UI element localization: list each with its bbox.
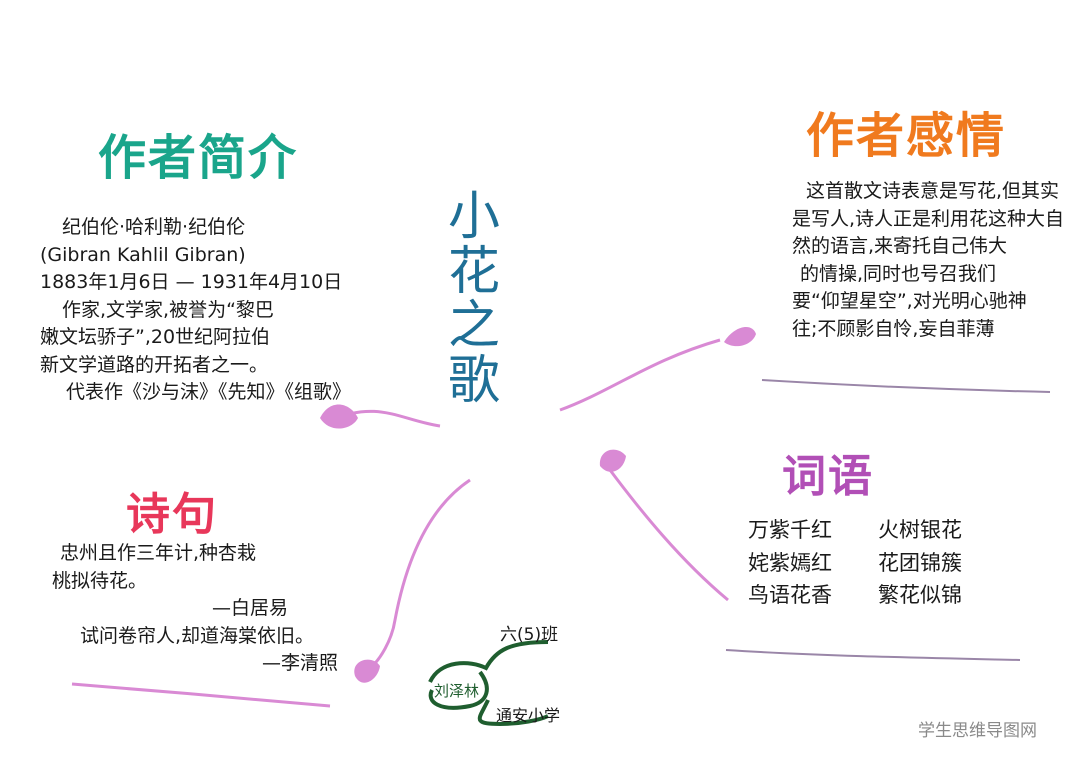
author-intro-line: 代表作《沙与沫》《先知》《组歌》 [66,381,352,404]
word-item: 繁花似锦 [878,583,962,608]
emotion-line: 要“仰望星空”,对光明心驰神 [792,290,1027,313]
author-intro-text: 纪伯伦·哈利勒·纪伯伦 (Gibran Kahlil Gibran) 1883年… [40,214,351,407]
word-item: 火树银花 [878,518,962,542]
author-intro-line: 1883年1月6日 — 1931年4月10日 [40,271,343,294]
center-title-char: 小 [448,187,501,247]
words-left-column: 万紫千红 姹紫嫣红 鸟语花香 [748,514,832,612]
word-item: 花团锦簇 [878,550,962,575]
poems-text: 忠州且作三年计,种杏栽 桃拟待花。 —白居易 试问卷帘人,却道海棠依旧。 —李清… [52,540,338,678]
branch-poems [369,478,471,670]
center-title: 小 花 之 歌 [448,190,500,408]
signature-name: 刘泽林 [434,682,480,700]
branch-leaf-words [599,449,626,472]
underline-words [725,649,1021,661]
signature-date: 六(5)班 [500,625,559,645]
poem-author: —白居易 [212,597,289,620]
emotion-line: 是写人,诗人正是利用花这种大自 [792,207,1065,230]
emotion-text: 这首散文诗表意是写花,但其实 是写人,诗人正是利用花这种大自 然的语言,来寄托自… [792,178,1064,343]
signature-frame [428,640,549,727]
word-item: 鸟语花香 [748,583,832,608]
poem-line: 试问卷帘人,却道海棠依旧。 [80,624,315,647]
emotion-line: 这首散文诗表意是写花,但其实 [806,180,1060,202]
branch-leaf-emotion [724,327,756,347]
branch-leaf-poems [354,659,380,683]
center-title-char: 歌 [448,350,501,411]
words-heading: 词语 [782,451,874,502]
author-intro-line: 嫩文坛骄子”,20世纪阿拉伯 [40,326,271,349]
emotion-heading: 作者感情 [806,108,1007,164]
emotion-line: 的情操,同时也号召我们 [800,262,997,285]
branch-words [608,469,729,602]
author-intro-heading: 作者简介 [98,130,299,186]
words-right-column: 火树银花 花团锦簇 繁花似锦 [878,514,962,612]
word-item: 万紫千红 [748,518,832,542]
signature-school: 通安小学 [496,706,561,725]
word-item: 姹紫嫣红 [748,550,832,575]
poems-heading: 诗句 [126,489,218,540]
center-title-char: 花 [448,241,501,302]
poem-author: —李清照 [262,652,339,675]
author-intro-line: (Gibran Kahlil Gibran) [40,243,246,266]
branch-leaf-author [320,404,358,429]
author-intro-line: 作家,文学家,被誉为“黎巴 [62,298,274,321]
emotion-line: 往;不顾影自怜,妄自菲薄 [792,317,995,340]
watermark: 学生思维导图网 [918,721,1037,741]
underline-emotion [761,379,1051,393]
author-intro-line: 新文学道路的开拓者之一。 [40,353,269,376]
poem-line: 忠州且作三年计,种杏栽 [60,542,257,564]
emotion-line: 然的语言,来寄托自己伟大 [792,235,1008,258]
branch-emotion [559,338,721,412]
underline-poems [71,682,331,708]
center-title-char: 之 [448,296,501,357]
author-intro-line: 纪伯伦·哈利勒·纪伯伦 [62,216,246,238]
poem-line: 桃拟待花。 [52,569,148,592]
